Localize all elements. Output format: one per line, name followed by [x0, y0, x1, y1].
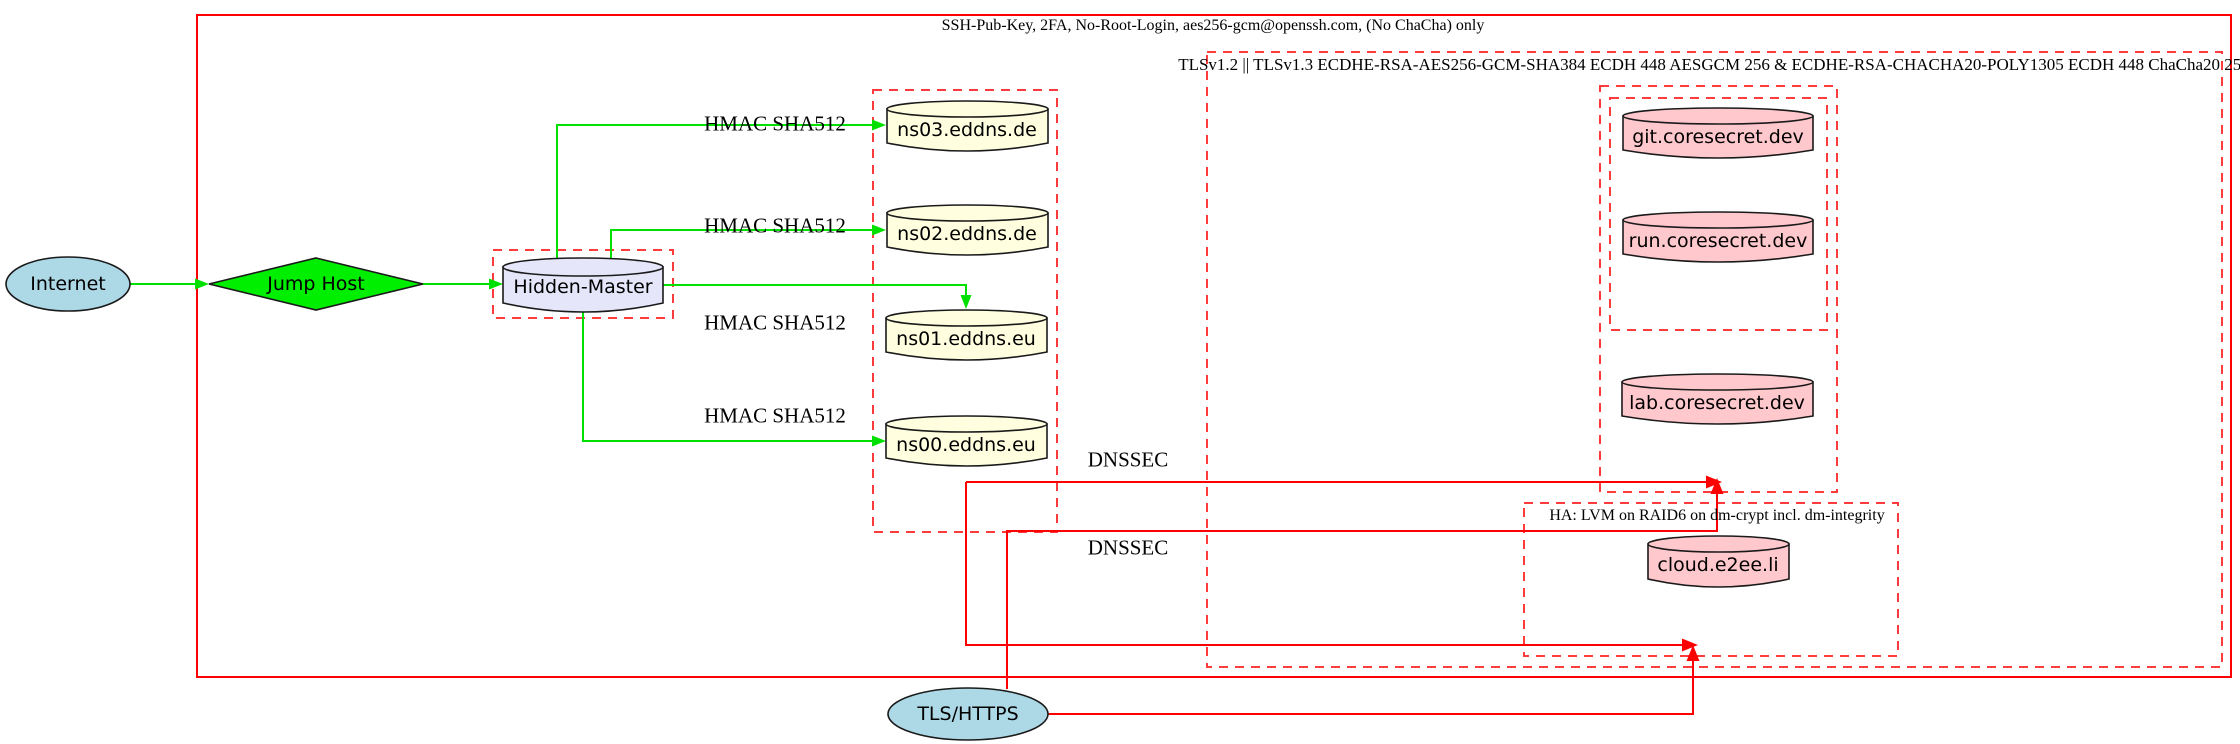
lab-node	[1621, 373, 1814, 425]
cloud-node	[1647, 535, 1790, 588]
edge-hiddenmaster-to-ns03	[556, 119, 886, 262]
cluster-eddns-border	[872, 89, 1058, 533]
ns01-label: ns01.eddns.eu	[896, 328, 1036, 350]
cluster-ha-border	[1523, 502, 1899, 657]
cluster-tls-label: TLSv1.2 || TLSv1.3 ECDHE-RSA-AES256-GCM-…	[1178, 55, 2240, 74]
internet-label: Internet	[30, 273, 106, 295]
edge-label-hmac-ns01: HMAC SHA512	[704, 310, 846, 335]
edge-label-hmac-ns02: HMAC SHA512	[704, 213, 846, 238]
lab-label: lab.coresecret.dev	[1629, 392, 1805, 414]
jump-host-label: Jump Host	[267, 273, 365, 295]
edge-hiddenmaster-to-ns02	[610, 224, 886, 262]
ns00-node	[885, 415, 1048, 467]
jump-host-node	[208, 257, 424, 311]
cluster-coresecret-outer-border	[1599, 85, 1838, 493]
ns00-label: ns00.eddns.eu	[896, 434, 1036, 456]
hidden-master-node	[502, 257, 664, 313]
ns03-label: ns03.eddns.de	[897, 119, 1037, 141]
cluster-ssh-border	[196, 14, 2232, 678]
edge-hiddenmaster-to-ns01	[663, 284, 972, 309]
internet-node	[5, 256, 131, 312]
hidden-master-label: Hidden-Master	[513, 276, 653, 298]
cluster-tls-border	[1206, 51, 2223, 668]
edge-tlshttps-to-coresecret	[1006, 478, 1724, 689]
cloud-label: cloud.e2ee.li	[1657, 554, 1779, 576]
run-label: run.coresecret.dev	[1628, 230, 1808, 252]
cluster-ha-label: HA: LVM on RAID6 on dm-crypt incl. dm-in…	[1549, 507, 1885, 524]
ns03-node	[886, 100, 1049, 152]
ns02-node	[886, 204, 1049, 256]
edge-jumphost-to-hiddenmaster	[423, 278, 503, 290]
cluster-ssh-label: SSH-Pub-Key, 2FA, No-Root-Login, aes256-…	[941, 17, 1485, 34]
edge-label-hmac-ns00: HMAC SHA512	[704, 403, 846, 428]
edge-dnssec-to-coresecret	[966, 475, 1722, 489]
tls-https-node	[887, 687, 1049, 741]
ns02-label: ns02.eddns.de	[897, 223, 1037, 245]
tls-https-label: TLS/HTTPS	[917, 703, 1019, 725]
run-node	[1622, 211, 1814, 263]
edge-label-dnssec-b: DNSSEC	[1087, 535, 1169, 560]
ns01-node	[885, 309, 1048, 361]
edge-tlshttps-to-ha	[1048, 645, 1700, 715]
git-label: git.coresecret.dev	[1632, 126, 1804, 148]
edge-dnssec-to-ha	[965, 482, 1698, 652]
edge-internet-to-jumphost	[130, 278, 209, 290]
edge-label-hmac-ns03: HMAC SHA512	[704, 111, 846, 136]
git-node	[1622, 107, 1814, 159]
edge-label-dnssec-a: DNSSEC	[1087, 447, 1169, 472]
edge-hiddenmaster-to-ns00	[582, 310, 886, 447]
